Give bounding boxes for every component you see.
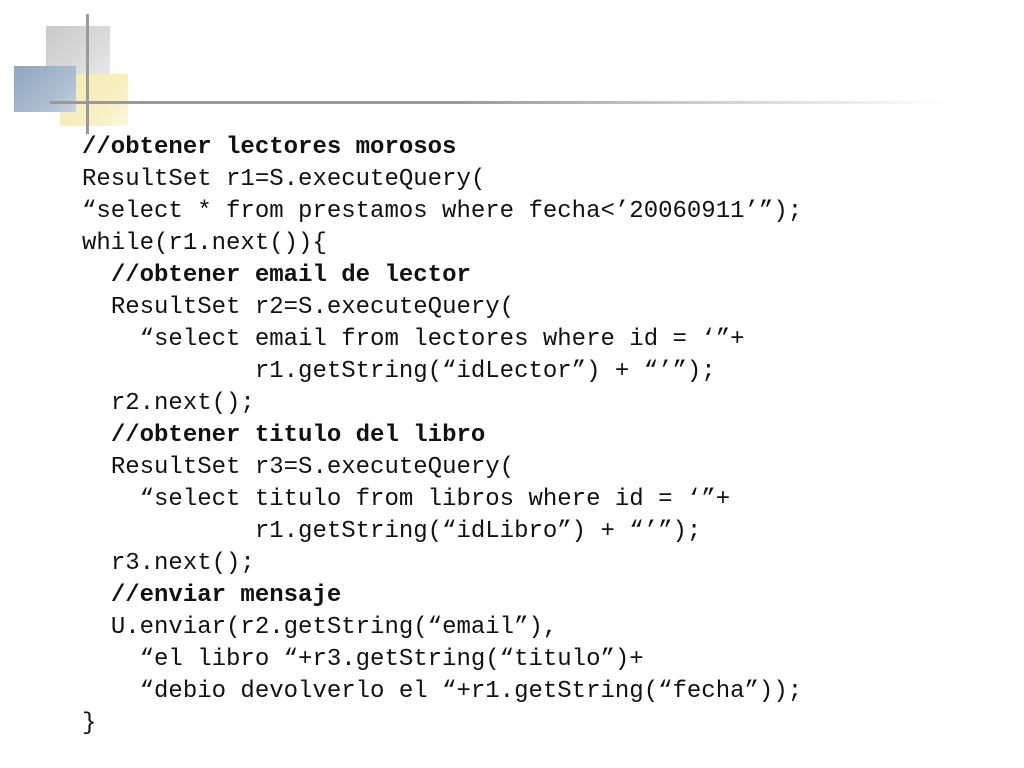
code-indent xyxy=(82,294,111,321)
code-text: r2.next(); xyxy=(110,390,255,417)
code-line: ResultSet r2=S.executeQuery( xyxy=(82,292,802,324)
code-indent xyxy=(82,582,111,609)
code-text: r1.getString(“idLibro”) + “’”); xyxy=(254,518,702,545)
code-line: “select email from lectores where id = ‘… xyxy=(82,324,802,356)
code-indent xyxy=(82,262,111,289)
code-text: r1.getString(“idLector”) + “’”); xyxy=(254,358,716,385)
code-text: //obtener email de lector xyxy=(110,262,471,289)
code-line: while(r1.next()){ xyxy=(82,228,802,260)
code-comment-line: //enviar mensaje xyxy=(82,580,802,612)
code-text: U.enviar(r2.getString(“email”), xyxy=(110,614,558,641)
code-text: ResultSet r3=S.executeQuery( xyxy=(110,454,515,481)
decor-vertical-line xyxy=(86,14,89,134)
code-comment-line: //obtener titulo del libro xyxy=(82,420,802,452)
code-comment-line: //obtener email de lector xyxy=(82,260,802,292)
code-line: “select titulo from libros where id = ‘”… xyxy=(82,484,802,516)
code-text: } xyxy=(82,710,97,737)
code-text: while(r1.next()){ xyxy=(82,230,327,257)
code-line: “el libro “+r3.getString(“titulo”)+ xyxy=(82,644,802,676)
code-text: ResultSet r2=S.executeQuery( xyxy=(110,294,515,321)
code-indent xyxy=(82,518,255,545)
code-indent xyxy=(82,422,111,449)
decor-horizontal-line xyxy=(50,101,950,104)
code-line: ResultSet r1=S.executeQuery( xyxy=(82,164,802,196)
code-line: U.enviar(r2.getString(“email”), xyxy=(82,612,802,644)
code-text: “select titulo from libros where id = ‘”… xyxy=(139,486,731,513)
code-text: “select email from lectores where id = ‘… xyxy=(139,326,745,353)
code-text: //obtener lectores morosos xyxy=(82,134,457,161)
code-indent xyxy=(82,358,255,385)
code-indent xyxy=(82,390,111,417)
code-line: ResultSet r3=S.executeQuery( xyxy=(82,452,802,484)
code-text: r3.next(); xyxy=(110,550,255,577)
code-line: } xyxy=(82,708,802,740)
code-indent xyxy=(82,326,140,353)
code-comment-line: //obtener lectores morosos xyxy=(82,132,802,164)
code-indent xyxy=(82,678,140,705)
code-indent xyxy=(82,646,140,673)
code-line: r1.getString(“idLibro”) + “’”); xyxy=(82,516,802,548)
code-line: “debio devolverlo el “+r1.getString(“fec… xyxy=(82,676,803,708)
decor-blue-square xyxy=(14,66,76,112)
code-text: //enviar mensaje xyxy=(110,582,342,609)
code-line: r2.next(); xyxy=(82,388,802,420)
code-indent xyxy=(82,614,111,641)
code-text: //obtener titulo del libro xyxy=(110,422,486,449)
code-line: r3.next(); xyxy=(82,548,802,580)
code-text: “select * from prestamos where fecha<’20… xyxy=(82,198,803,225)
code-text: “el libro “+r3.getString(“titulo”)+ xyxy=(139,646,644,673)
code-text: ResultSet r1=S.executeQuery( xyxy=(82,166,486,193)
code-line: r1.getString(“idLector”) + “’”); xyxy=(82,356,802,388)
slide-corner-decoration xyxy=(0,0,1024,140)
code-indent xyxy=(82,486,140,513)
code-indent xyxy=(82,454,111,481)
code-indent xyxy=(82,550,111,577)
code-line: “select * from prestamos where fecha<’20… xyxy=(82,196,802,228)
code-text: “debio devolverlo el “+r1.getString(“fec… xyxy=(139,678,803,705)
